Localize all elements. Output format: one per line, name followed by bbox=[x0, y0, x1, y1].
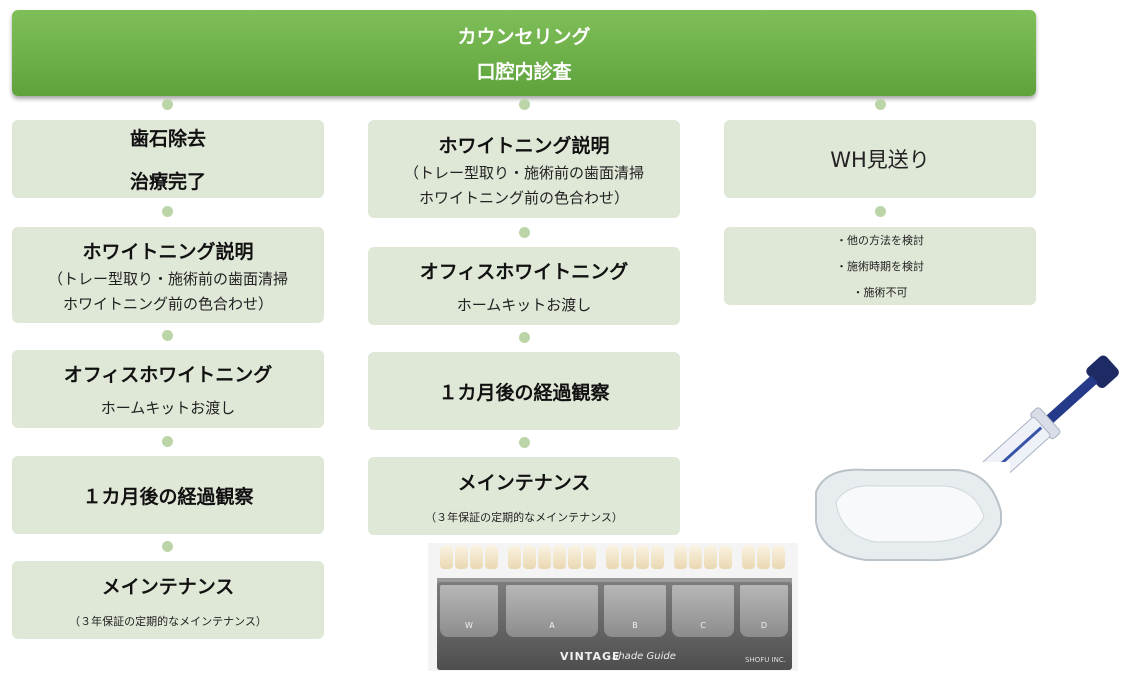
shade-tab-b: B bbox=[604, 585, 666, 637]
box-whitening-explanation: ホワイトニング説明 （トレー型取り・施術前の歯面清掃 ホワイトニング前の色合わせ… bbox=[12, 227, 324, 323]
box-text: 治療完了 bbox=[129, 171, 206, 193]
connector-dot bbox=[162, 330, 173, 341]
box-alternatives: ・他の方法を検討 ・施術時期を検討 ・施術不可 bbox=[724, 227, 1036, 305]
box-title: メインテナンス bbox=[101, 575, 235, 598]
connector-dot bbox=[162, 436, 173, 447]
connector-dot bbox=[162, 206, 173, 217]
connector-dot bbox=[875, 206, 886, 217]
box-title: メインテナンス bbox=[457, 471, 591, 494]
tooth-tab bbox=[636, 545, 649, 569]
tooth-tab bbox=[455, 545, 468, 569]
tooth-tab bbox=[704, 545, 717, 569]
box-title: オフィスホワイトニング bbox=[63, 364, 273, 386]
connector-dot bbox=[519, 332, 530, 343]
whitening-tray-image bbox=[806, 462, 1010, 580]
box-text: 歯石除去 bbox=[129, 128, 206, 150]
tooth-tab bbox=[772, 545, 785, 569]
shade-tab-a: A bbox=[506, 585, 598, 637]
box-sub: （３年保証の定期的なメインテナンス） bbox=[69, 614, 267, 628]
box-sub: ホームキットお渡し bbox=[100, 399, 236, 417]
tooth-tab bbox=[538, 545, 551, 569]
list-item: ・施術時期を検討 bbox=[836, 260, 924, 273]
box-sub: （トレー型取り・施術前の歯面清掃 bbox=[403, 163, 644, 182]
shade-guide-brand: VINTAGE bbox=[560, 650, 621, 663]
connector-dot bbox=[875, 99, 886, 110]
box-one-month-checkup-2: １カ月後の経過観察 bbox=[368, 352, 680, 430]
connector-dot bbox=[162, 99, 173, 110]
tooth-tab bbox=[553, 545, 566, 569]
connector-dot bbox=[519, 227, 530, 238]
box-title: オフィスホワイトニング bbox=[419, 261, 629, 283]
box-sub: ホワイトニング前の色合わせ） bbox=[62, 294, 273, 313]
box-title: ホワイトニング説明 bbox=[82, 240, 254, 263]
header-line1: カウンセリング bbox=[457, 26, 591, 48]
box-title: １カ月後の経過観察 bbox=[438, 381, 610, 404]
shade-tab-d: D bbox=[740, 585, 788, 637]
tooth-tab bbox=[440, 545, 453, 569]
tooth-tab bbox=[568, 545, 581, 569]
box-title: １カ月後の経過観察 bbox=[82, 485, 254, 508]
box-office-whitening: オフィスホワイトニング ホームキットお渡し bbox=[12, 350, 324, 428]
tooth-tab bbox=[508, 545, 521, 569]
tooth-tab bbox=[523, 545, 536, 569]
connector-dot bbox=[519, 99, 530, 110]
tooth-tab bbox=[651, 545, 664, 569]
tooth-tab bbox=[485, 545, 498, 569]
box-sub: ホームキットお渡し bbox=[456, 296, 592, 314]
tooth-tab bbox=[757, 545, 770, 569]
tooth-tab bbox=[719, 545, 732, 569]
box-whitening-explanation-2: ホワイトニング説明 （トレー型取り・施術前の歯面清掃 ホワイトニング前の色合わせ… bbox=[368, 120, 680, 218]
tooth-tab bbox=[742, 545, 755, 569]
box-office-whitening-2: オフィスホワイトニング ホームキットお渡し bbox=[368, 247, 680, 325]
shade-tab-w: W bbox=[440, 585, 498, 637]
shade-tab-c: C bbox=[672, 585, 734, 637]
box-maintenance-2: メインテナンス （３年保証の定期的なメインテナンス） bbox=[368, 457, 680, 535]
tooth-tab bbox=[674, 545, 687, 569]
box-title: ホワイトニング説明 bbox=[438, 134, 610, 157]
box-wh-postponed: WH見送り bbox=[724, 120, 1036, 198]
box-maintenance: メインテナンス （３年保証の定期的なメインテナンス） bbox=[12, 561, 324, 639]
connector-dot bbox=[519, 437, 530, 448]
list-item: ・他の方法を検討 bbox=[836, 234, 924, 247]
tooth-tab bbox=[470, 545, 483, 569]
box-title: WH見送り bbox=[830, 148, 930, 172]
connector-dot bbox=[162, 541, 173, 552]
header-line2: 口腔内診査 bbox=[476, 61, 572, 83]
tooth-tab bbox=[583, 545, 596, 569]
tooth-tab bbox=[689, 545, 702, 569]
box-sub: （トレー型取り・施術前の歯面清掃 bbox=[47, 269, 288, 288]
counseling-header: カウンセリング 口腔内診査 bbox=[12, 10, 1036, 96]
shade-guide-product: Shade Guide bbox=[612, 651, 676, 662]
box-scaling-treatment: 歯石除去 治療完了 bbox=[12, 120, 324, 198]
shade-guide-maker: SHOFU INC. bbox=[745, 656, 787, 664]
tooth-tab bbox=[606, 545, 619, 569]
list-item: ・施術不可 bbox=[852, 286, 908, 299]
tooth-tab bbox=[621, 545, 634, 569]
box-sub: （３年保証の定期的なメインテナンス） bbox=[425, 510, 623, 524]
box-one-month-checkup: １カ月後の経過観察 bbox=[12, 456, 324, 534]
box-sub: ホワイトニング前の色合わせ） bbox=[418, 188, 629, 207]
